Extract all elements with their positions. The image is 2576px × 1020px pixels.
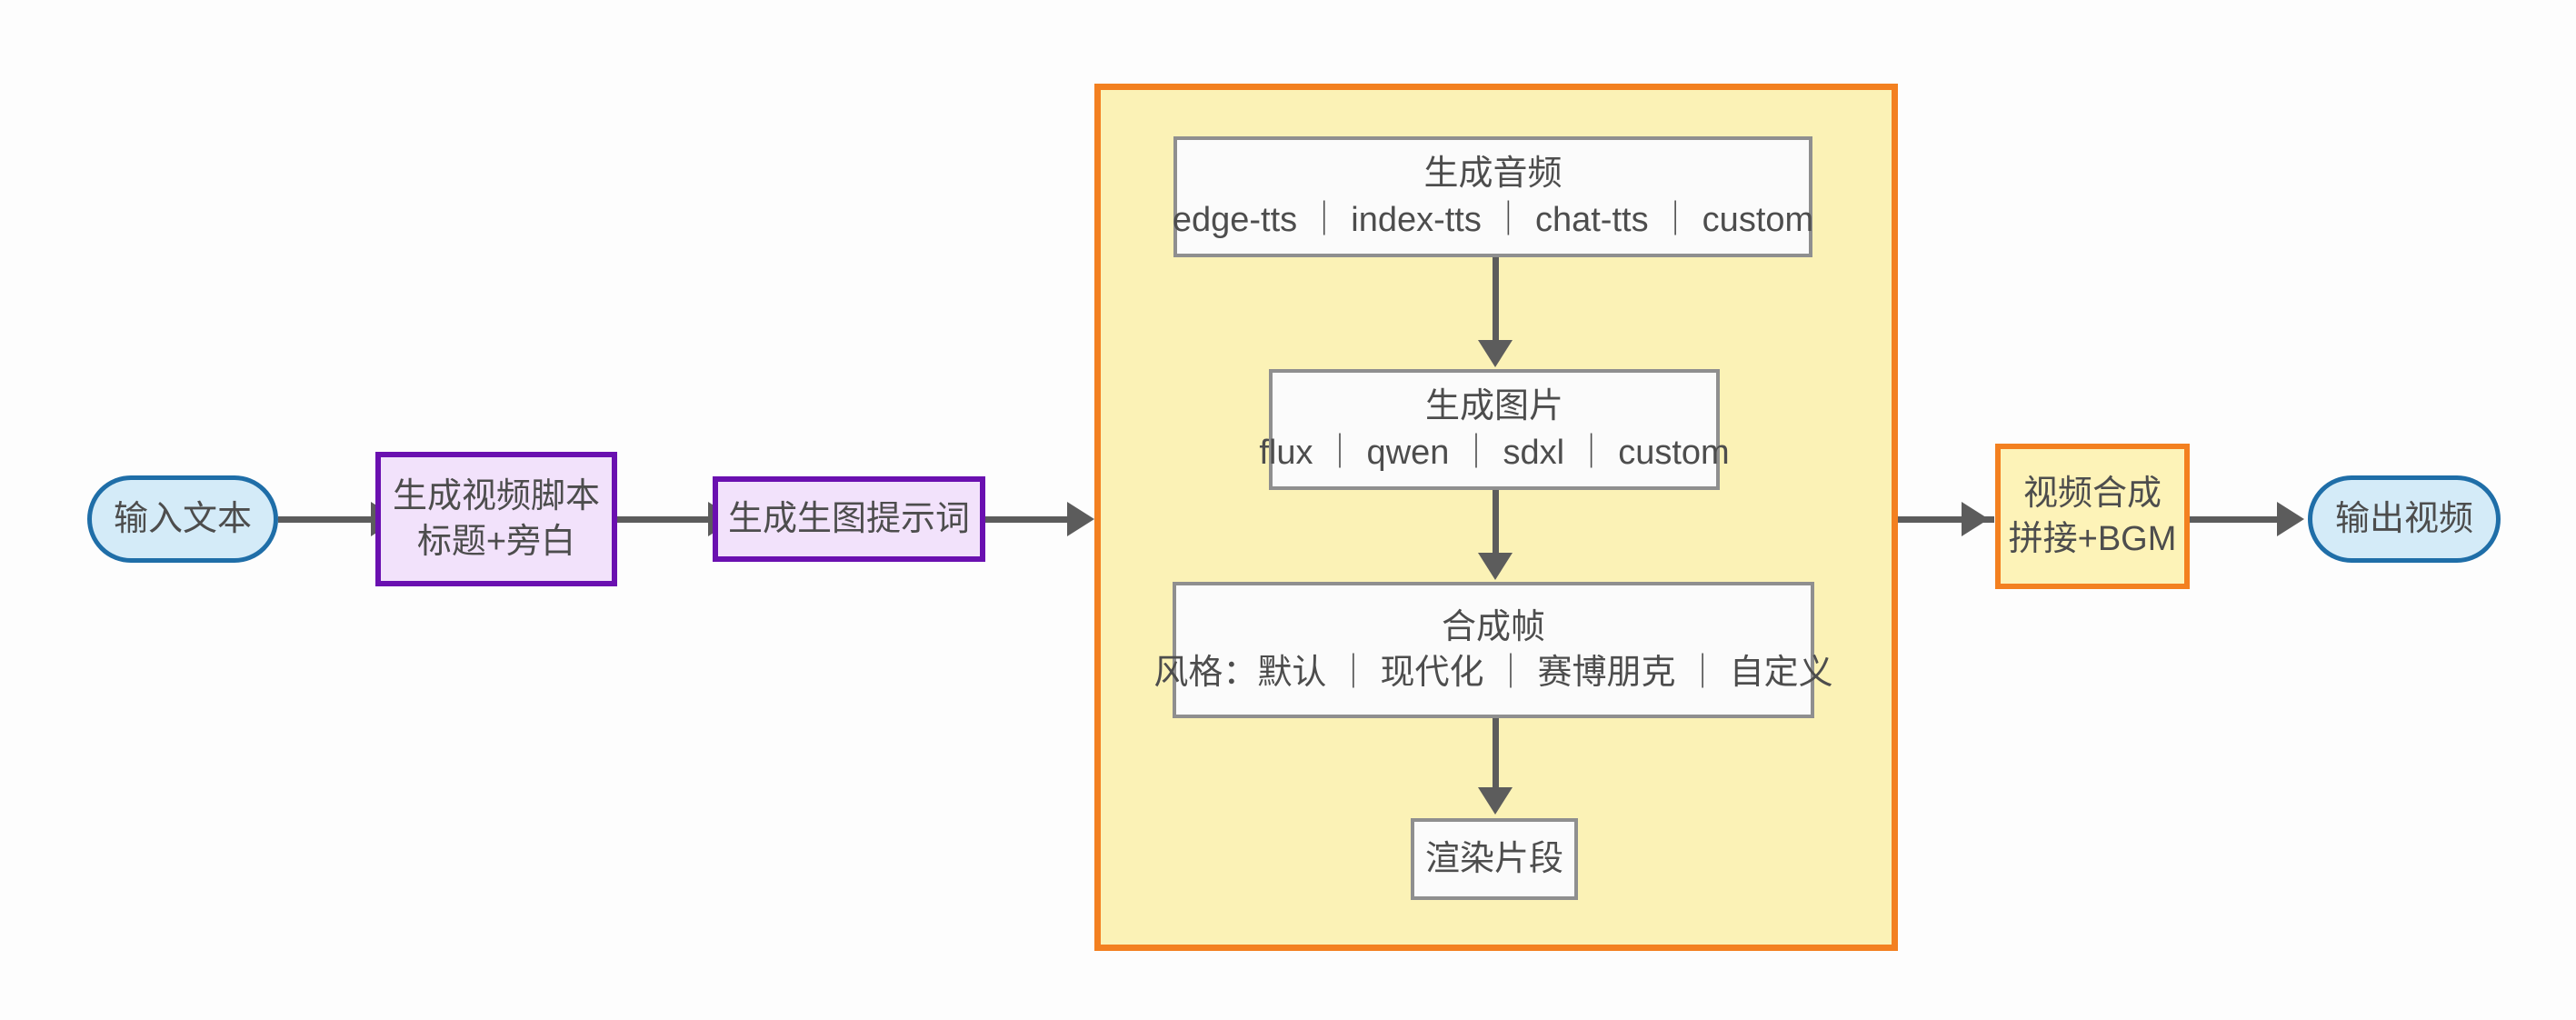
node-render-clip-title: 渲染片段 [1424, 839, 1563, 878]
node-generate-script[interactable]: 生成视频脚本 标题+旁白 [375, 452, 617, 586]
node-generate-audio-title: 生成音频 [1423, 155, 1563, 194]
node-video-merge-detail: 拼接+BGM [2008, 520, 2177, 558]
node-compose-frame-title: 合成帧 [1441, 607, 1545, 646]
arrowhead-merge-to-output [2277, 502, 2304, 536]
node-generate-image-title: 生成图片 [1424, 387, 1563, 426]
node-video-merge-title: 视频合成 [2022, 474, 2162, 513]
arrowhead-prompt-to-pipeline [1067, 502, 1094, 536]
node-generate-audio-engines: edge-tts ｜ index-tts ｜ chat-tts ｜ custom [1172, 200, 1814, 239]
node-render-clip[interactable]: 渲染片段 [1411, 818, 1578, 900]
edge-frame-to-render [1493, 718, 1499, 791]
arrowhead-audio-to-image [1478, 340, 1513, 367]
edge-pipeline-to-merge [1898, 516, 1994, 523]
edge-input-to-script [278, 516, 374, 523]
node-generate-prompt[interactable]: 生成生图提示词 [713, 476, 985, 562]
node-generate-script-detail: 标题+旁白 [416, 523, 576, 561]
edge-script-to-prompt [617, 516, 712, 523]
arrowhead-image-to-frame [1478, 553, 1513, 580]
node-input-text[interactable]: 输入文本 [87, 475, 278, 563]
node-generate-script-title: 生成视频脚本 [392, 476, 600, 515]
node-generate-audio[interactable]: 生成音频 edge-tts ｜ index-tts ｜ chat-tts ｜ c… [1172, 136, 1814, 257]
node-input-text-label: 输入文本 [113, 499, 252, 538]
arrowhead-pipeline-to-merge [1962, 502, 1989, 536]
arrowhead-frame-to-render [1478, 787, 1513, 815]
node-generate-prompt-title: 生成生图提示词 [727, 499, 970, 538]
node-compose-frame-styles: 风格：默认 ｜ 现代化 ｜ 赛博朋克 ｜ 自定义 [1153, 654, 1833, 692]
edge-audio-to-image [1493, 257, 1499, 342]
node-generate-image[interactable]: 生成图片 flux ｜ qwen ｜ sdxl ｜ custom [1259, 369, 1730, 490]
edge-image-to-frame [1493, 490, 1499, 556]
node-video-merge[interactable]: 视频合成 拼接+BGM [1995, 444, 2190, 589]
node-compose-frame[interactable]: 合成帧 风格：默认 ｜ 现代化 ｜ 赛博朋克 ｜ 自定义 [1153, 582, 1833, 718]
edge-merge-to-output [2190, 516, 2282, 523]
node-output-video-label: 输出视频 [2334, 499, 2473, 538]
node-generate-image-models: flux ｜ qwen ｜ sdxl ｜ custom [1259, 433, 1730, 472]
edge-prompt-to-pipeline [985, 516, 1071, 523]
node-output-video[interactable]: 输出视频 [2308, 475, 2501, 563]
